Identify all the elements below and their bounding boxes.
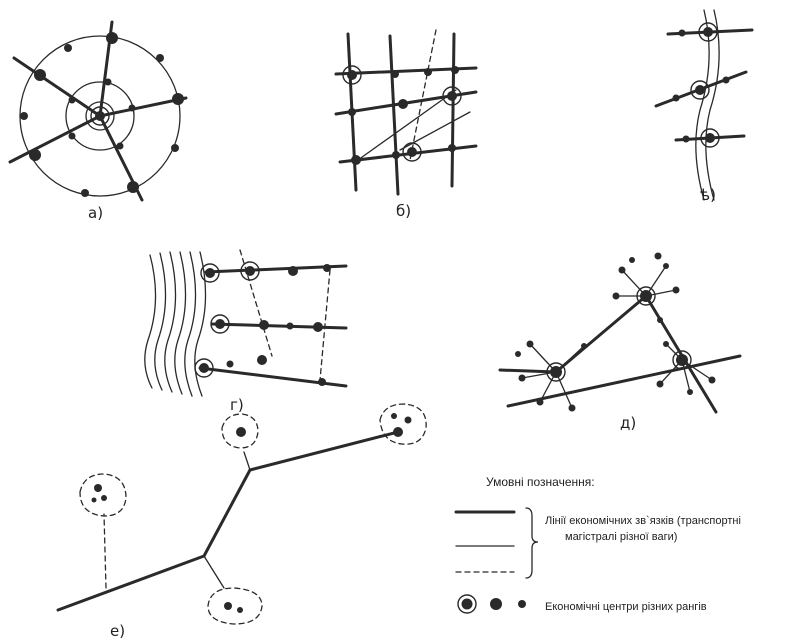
panel-label-g: г) <box>230 396 244 414</box>
legend-lines-label-2: магістралі різної ваги) <box>565 531 677 543</box>
panel-v-linear-scheme: ѣ) <box>654 9 754 204</box>
panel-b-grid-scheme: б) <box>334 29 478 220</box>
panel-d-cluster-scheme: д) <box>498 252 742 432</box>
panel-label-d: д) <box>620 414 636 432</box>
legend-title: Умовні позначення: <box>486 475 595 489</box>
panel-g-coastal-scheme: г) <box>144 249 348 414</box>
panel-label-a: а) <box>88 204 103 222</box>
legend-center-rank-3 <box>518 600 526 608</box>
legend-centers-label: Економічні центри різних рангів <box>545 601 707 613</box>
panel-label-e: е) <box>110 622 125 640</box>
legend-lines-label-1: Лінії економічних зв`язків (транспортні <box>545 515 741 527</box>
legend-brace <box>525 507 539 579</box>
legend: Умовні позначення: Лінії економічних зв`… <box>454 475 741 614</box>
panel-label-v: ѣ) <box>700 186 716 204</box>
panel-e-tree-scheme: е) <box>56 403 427 640</box>
panel-label-b: б) <box>396 202 411 220</box>
legend-center-rank-2 <box>490 598 502 610</box>
panel-a-radial-ring-scheme: а) <box>8 20 188 222</box>
legend-center-rank-1 <box>457 594 477 614</box>
